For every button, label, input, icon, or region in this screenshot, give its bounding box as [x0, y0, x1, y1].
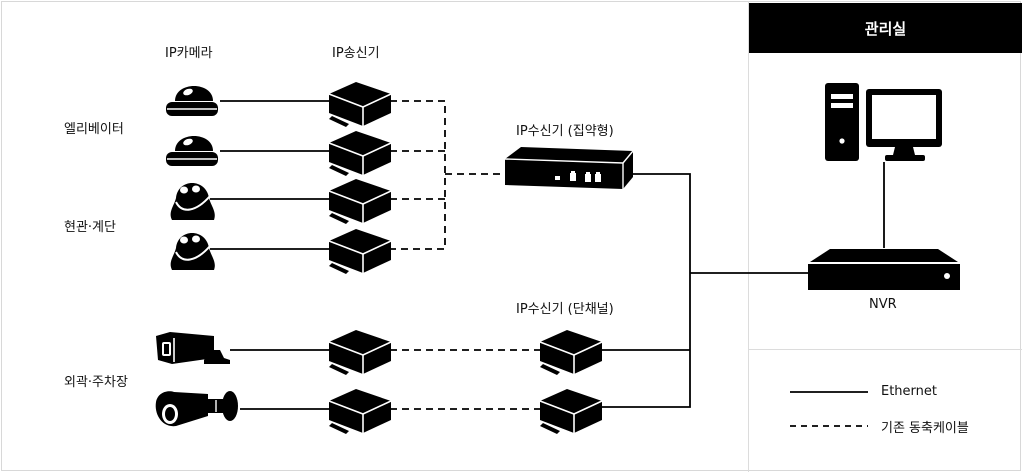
- ip-transmitter-icon: [328, 81, 392, 128]
- nvr-label: NVR: [869, 297, 897, 312]
- aggregated-receiver-icon: [504, 147, 634, 189]
- ip-transmitter-icon: [328, 329, 392, 376]
- ip-transmitter-icon: [328, 228, 392, 275]
- dome-camera-icon: [165, 85, 219, 117]
- single-channel-receiver-label: IP수신기 (단채널): [516, 302, 614, 317]
- single-channel-receiver-icon: [539, 388, 603, 435]
- control-room-title: 관리실: [749, 3, 1022, 53]
- ip-transmitter-icon: [328, 130, 392, 177]
- ip-transmitter-icon: [328, 178, 392, 225]
- zone-label-entrance: 현관·계단: [64, 220, 116, 235]
- legend-coax-label: 기존 동축케이블: [881, 421, 969, 436]
- control-room-panel: 관리실: [748, 1, 1022, 472]
- transmitter-column-header: IP송신기: [332, 46, 380, 61]
- eyeball-camera-icon: [169, 182, 216, 221]
- bullet-camera-icon: [155, 391, 238, 427]
- ethernet-trunk: [600, 173, 691, 408]
- legend-divider: [749, 349, 1022, 350]
- nvr-icon: [808, 249, 960, 290]
- camera-column-header: IP카메라: [165, 46, 213, 61]
- desktop-pc-icon: [825, 83, 942, 161]
- coax-bus: [390, 100, 446, 250]
- bullet-camera-icon: [156, 332, 230, 364]
- legend-ethernet-label: Ethernet: [881, 384, 937, 399]
- ip-transmitter-icon: [328, 388, 392, 435]
- eyeball-camera-icon: [169, 232, 216, 271]
- aggregated-receiver-label: IP수신기 (집약형): [516, 124, 614, 139]
- zone-label-parking: 외곽·주차장: [64, 375, 128, 390]
- dome-camera-icon: [165, 135, 219, 167]
- single-channel-receiver-icon: [539, 329, 603, 376]
- zone-label-elevator: 엘리베이터: [64, 122, 124, 137]
